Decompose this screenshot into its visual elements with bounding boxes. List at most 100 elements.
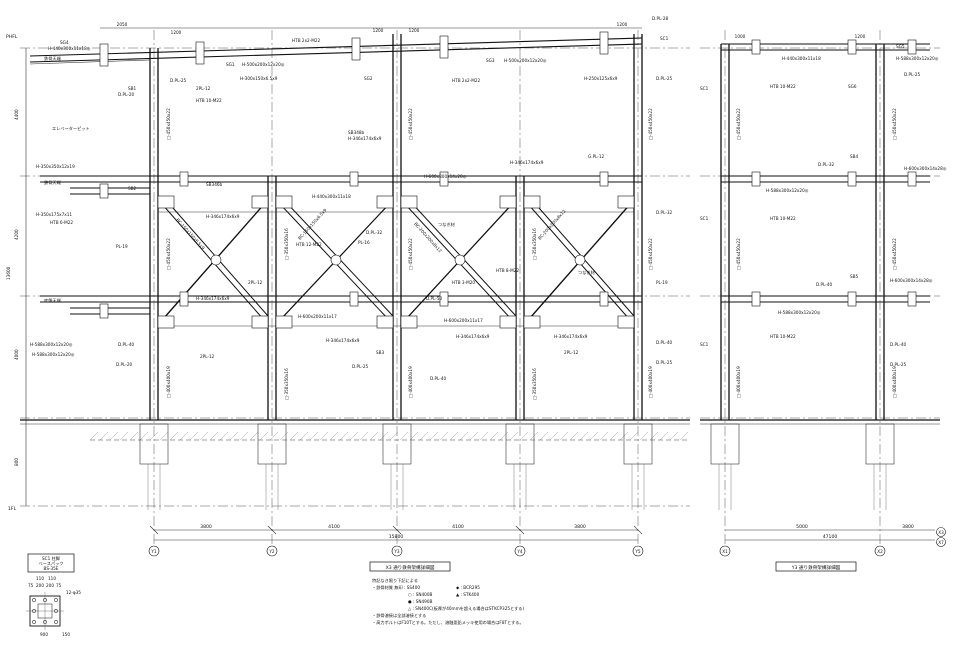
top-dim-5: 1200 bbox=[617, 22, 628, 27]
detail-dim-4: 200 bbox=[36, 583, 44, 588]
r-label-plate-5: D.PL-40 bbox=[816, 282, 833, 287]
ground-hatch-line bbox=[379, 431, 389, 441]
splice-plates bbox=[99, 31, 609, 319]
r-label-plate-4: D.PL-32 bbox=[818, 162, 835, 167]
height-dim-base: 800 bbox=[14, 458, 19, 466]
span-y-2: 3800 bbox=[902, 524, 914, 530]
label-section-b: H-500x200x12x20◎ bbox=[242, 62, 285, 67]
label-member-sg2: SG2 bbox=[364, 76, 373, 81]
span-dim-4: 3800 bbox=[574, 524, 586, 530]
label-section-c: H-300x150x6.5x9 bbox=[240, 76, 278, 81]
grid-mark-x7: X7 bbox=[938, 540, 944, 545]
ground-hatch-line bbox=[639, 431, 649, 441]
label-plate-20: D.PL-40 bbox=[118, 342, 135, 347]
ground-hatch-line bbox=[349, 431, 359, 441]
ground-hatch-line bbox=[189, 431, 199, 441]
label-sg4: SG4 bbox=[60, 40, 69, 45]
left-elevation: 3800 4100 4100 3800 15800 Y1 Y2 Y3 Y4 Y5… bbox=[6, 16, 690, 626]
label-member-sb1: SB1 bbox=[128, 86, 137, 91]
label-misc-tie-2: つなぎ材 bbox=[438, 221, 455, 227]
detail-dim-5: 200 bbox=[46, 583, 54, 588]
label-bolts-6: HTB 8-M22 bbox=[496, 268, 519, 273]
r-label-member-3: SB4 bbox=[850, 154, 859, 159]
ground-hatch-line bbox=[249, 431, 259, 441]
label-section-o: H-600x200x11x17 bbox=[444, 318, 483, 323]
r-col-label-4: □-450x450x22 bbox=[892, 108, 897, 140]
label-plate-4: PL-19 bbox=[116, 244, 128, 249]
top-dim-7: 1200 bbox=[855, 34, 866, 39]
level-phfl: PHFL bbox=[6, 34, 18, 40]
r-label-plate-1: D.PL-25 bbox=[904, 72, 921, 77]
label-plate-5: D.PL-50 bbox=[426, 296, 443, 301]
grid-bubbles-x: Y1 Y2 Y3 Y4 Y5 bbox=[148, 545, 644, 557]
brace-label-1: BC-150x150x6.5x9 bbox=[175, 217, 206, 250]
detail-model: BS-35E bbox=[44, 566, 59, 571]
left-elevation-title: X3 通り鉄骨架構詳細図 bbox=[386, 564, 435, 571]
span-dim-2: 4100 bbox=[328, 524, 340, 530]
ground-hatch-line bbox=[219, 431, 229, 441]
col-label-12: □-350x350x16 bbox=[284, 368, 289, 400]
ground-hatch-line bbox=[399, 431, 409, 441]
brace-label-4: BC-200x200x8x12 bbox=[537, 208, 567, 240]
label-section-l: H-440x300x11x18 bbox=[312, 194, 351, 199]
ground-hatch-line bbox=[589, 431, 599, 441]
ground-hatch-line bbox=[329, 431, 339, 441]
col-label-3: □-400x400x19 bbox=[166, 366, 171, 398]
col-label-6: □-400x400x19 bbox=[408, 366, 413, 398]
ground-hatch-line bbox=[239, 431, 249, 441]
ground-hatch-line bbox=[229, 431, 239, 441]
grid-mark-x3: X3 bbox=[938, 530, 944, 535]
label-section-e: H-350x350x12x19 bbox=[36, 164, 75, 169]
grid-label-y4: Y4 bbox=[516, 549, 523, 554]
label-plate-3: 2PL-12 bbox=[196, 86, 211, 91]
r-label-section-2: H-588x300x12x20◎ bbox=[896, 56, 939, 61]
label-sg1: SG1 bbox=[226, 62, 235, 67]
r-col-label-1: □-450x450x22 bbox=[736, 108, 741, 140]
ground-hatch-line bbox=[439, 431, 449, 441]
ground-hatch-line bbox=[299, 431, 309, 441]
ground-hatch-line bbox=[309, 431, 319, 441]
notes-item-2: ○ : SN400B bbox=[408, 592, 433, 597]
column-base-detail: SC1 柱脚 ベースパック BS-35E 110 110 75 200 200 … bbox=[26, 553, 81, 637]
r-col-label-2: □-450x450x22 bbox=[736, 238, 741, 270]
r-label-member-7: SC1 bbox=[700, 342, 709, 347]
label-bolts-1: HTB 2x2-M22 bbox=[292, 38, 321, 43]
span-dim-total: 15800 bbox=[389, 534, 404, 540]
r-label-section-4: H-600x300x14x28◎ bbox=[904, 166, 947, 171]
detail-dim-6: 75 bbox=[56, 583, 62, 588]
label-plate-14: D.PL-32 bbox=[656, 210, 673, 215]
span-y-1: 5000 bbox=[796, 524, 808, 530]
label-plate-10: D.PL-40 bbox=[430, 376, 447, 381]
ground-hatch-line bbox=[409, 431, 419, 441]
r-label-plate-2: D.PL-40 bbox=[890, 342, 907, 347]
col-label-10: □-350x350x16 bbox=[284, 228, 289, 260]
label-misc-beam-top: 鉄骨天端 bbox=[44, 179, 61, 186]
r-label-bolts-2: HTB 10-M22 bbox=[770, 216, 796, 221]
ground-hatch-line bbox=[149, 431, 159, 441]
label-section-q: H-346x174x6x9 bbox=[456, 334, 490, 339]
ground-hatch-line bbox=[259, 431, 269, 441]
ground-hatch-line bbox=[99, 431, 109, 441]
ground-hatch-line bbox=[279, 431, 289, 441]
label-bolts-4: HTB 6-M22 bbox=[50, 220, 73, 225]
ground-hatch-line bbox=[179, 431, 189, 441]
label-misc-tie: つなぎ材 bbox=[578, 269, 595, 275]
grid-label-x2: X2 bbox=[877, 549, 883, 554]
ground-hatch-line bbox=[509, 431, 519, 441]
grid-label-y3: Y3 bbox=[393, 549, 400, 554]
footings bbox=[139, 423, 653, 510]
detail-anchor: 12-φ35 bbox=[66, 590, 81, 595]
span-dim-1: 3800 bbox=[200, 524, 212, 530]
ground-hatch bbox=[89, 431, 689, 441]
r-label-section-3: H-588x300x12x20◎ bbox=[766, 188, 809, 193]
r-label-member-4: SB5 bbox=[850, 274, 859, 279]
ground-hatch-line bbox=[489, 431, 499, 441]
grid-label-y2: Y2 bbox=[268, 549, 275, 554]
ground-hatch-line bbox=[359, 431, 369, 441]
r-label-section-1: H-440x300x11x18 bbox=[782, 56, 821, 61]
r-label-section-5: H-600x300x14x28◎ bbox=[890, 278, 933, 283]
r-col-label-3: □-400x400x19 bbox=[736, 366, 741, 398]
ground-hatch-line bbox=[539, 431, 549, 441]
ground-hatch-line bbox=[119, 431, 129, 441]
detail-subtitle: ベースパック bbox=[39, 561, 64, 567]
